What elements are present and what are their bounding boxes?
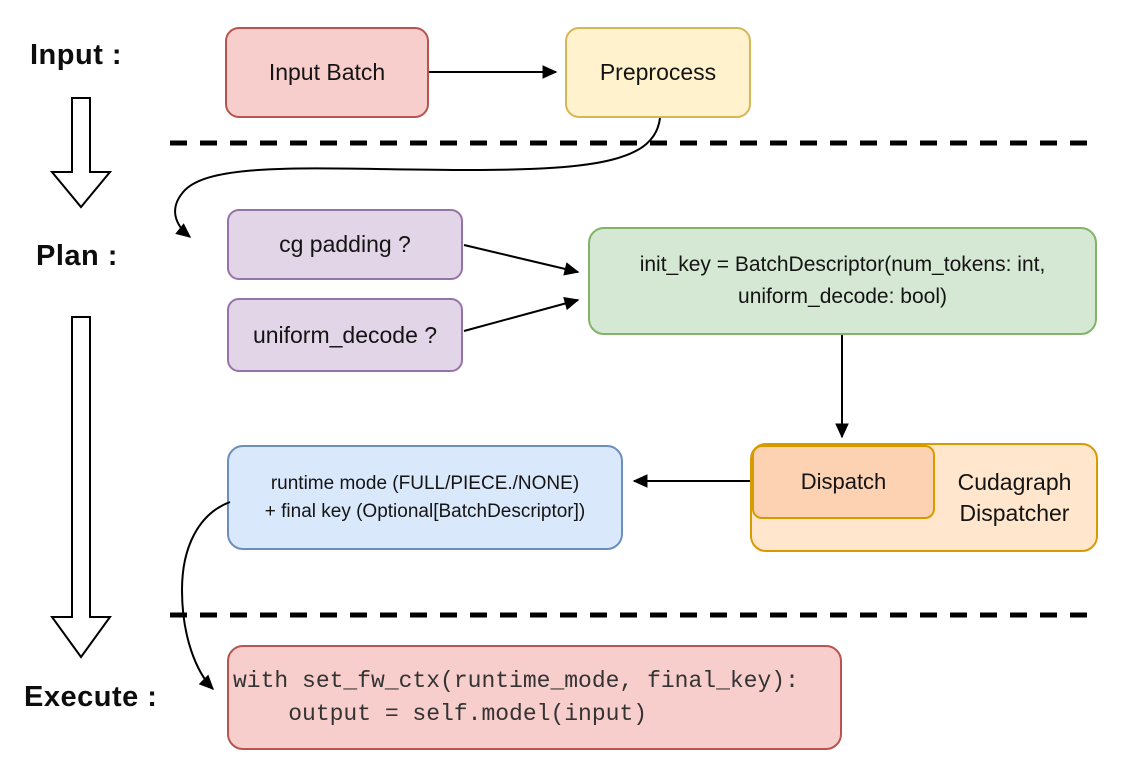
node-init-key: init_key = BatchDescriptor(num_tokens: i… — [588, 227, 1097, 335]
stage-label-execute: Execute : — [24, 681, 158, 713]
node-preprocess-label: Preprocess — [599, 59, 717, 85]
stage-arrow-input-to-plan-icon — [49, 97, 113, 209]
node-input-batch-label: Input Batch — [268, 59, 386, 85]
node-cudagraph-dispatcher-label: Cudagraph Dispatcher — [933, 445, 1096, 550]
node-init-key-line2: uniform_decode: bool) — [738, 285, 947, 308]
node-init-key-line1: init_key = BatchDescriptor(num_tokens: i… — [639, 253, 1046, 276]
node-execute-code: with set_fw_ctx(runtime_mode, final_key)… — [227, 645, 842, 750]
node-uniform-decode: uniform_decode ? — [227, 298, 463, 372]
node-runtime-mode-final-key: runtime mode (FULL/PIECE./NONE) + final … — [227, 445, 623, 550]
node-cudagraph-line1: Cudagraph — [957, 468, 1072, 495]
stage-label-input: Input : — [30, 39, 123, 71]
execute-code-line2: output = self.model(input) — [233, 700, 648, 727]
node-runtime-line1: runtime mode (FULL/PIECE./NONE) — [270, 472, 580, 494]
node-cg-padding-label: cg padding ? — [279, 231, 411, 257]
node-uniform-decode-label: uniform_decode ? — [252, 321, 438, 348]
node-dispatch-label: Dispatch — [800, 469, 887, 494]
node-preprocess: Preprocess — [565, 27, 751, 118]
node-dispatch: Dispatch — [752, 445, 935, 519]
execute-code-line1: with set_fw_ctx(runtime_mode, final_key)… — [233, 667, 799, 694]
node-runtime-line2: + final key (Optional[BatchDescriptor]) — [264, 500, 586, 522]
connector-cgpadding-to-initkey — [463, 244, 580, 276]
node-input-batch: Input Batch — [225, 27, 429, 118]
stage-label-plan: Plan : — [36, 240, 118, 272]
stage-arrow-plan-to-execute-icon — [50, 316, 112, 659]
connector-runtime-to-code — [180, 501, 231, 691]
node-cg-padding: cg padding ? — [227, 209, 463, 280]
connector-uniformdecode-to-initkey — [463, 296, 580, 332]
node-cudagraph-line2: Dispatcher — [959, 499, 1070, 526]
